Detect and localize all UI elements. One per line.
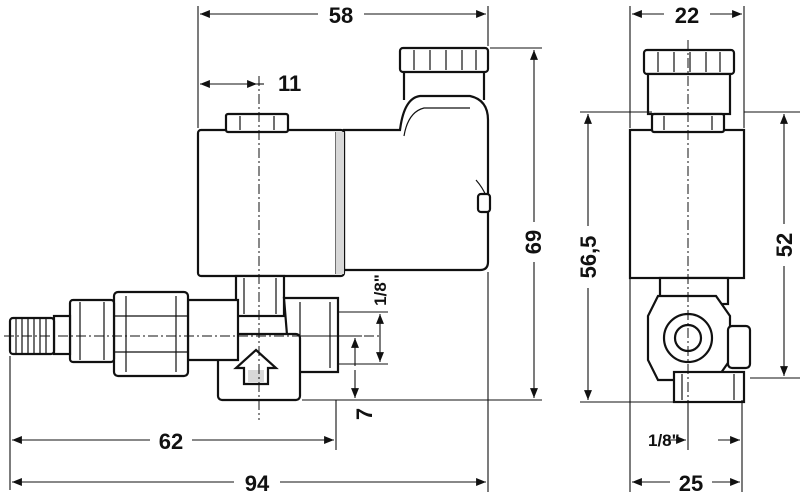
dim-22: 22 [675, 3, 699, 28]
solenoid-body [196, 128, 346, 278]
side-solenoid-body [628, 112, 746, 280]
dim-62: 62 [159, 429, 183, 454]
dim-25: 25 [679, 471, 703, 495]
dim-1-8-right: 1/8" [648, 431, 680, 450]
valve-stem [234, 274, 286, 318]
side-view [628, 40, 752, 410]
side-connector-cap [642, 48, 736, 116]
front-view [4, 46, 492, 420]
dim-11: 11 [278, 71, 301, 96]
dim-1-8-top: 1/8" [371, 274, 390, 306]
side-valve-body [646, 276, 752, 404]
dim-52: 52 [772, 233, 797, 257]
top-nut [224, 112, 290, 134]
left-fitting [8, 290, 240, 378]
dim-7: 7 [352, 408, 377, 420]
dim-69: 69 [521, 230, 546, 254]
dim-56-5: 56,5 [576, 236, 601, 279]
connector-cap [398, 46, 490, 100]
dimensions-side: 22 56,5 52 1/8" 25 [576, 2, 800, 495]
coil-housing [342, 94, 492, 272]
dim-58: 58 [329, 3, 353, 28]
dim-94: 94 [245, 471, 270, 495]
dimensions-front: 58 11 69 1/8" 7 62 94 [9, 2, 546, 495]
